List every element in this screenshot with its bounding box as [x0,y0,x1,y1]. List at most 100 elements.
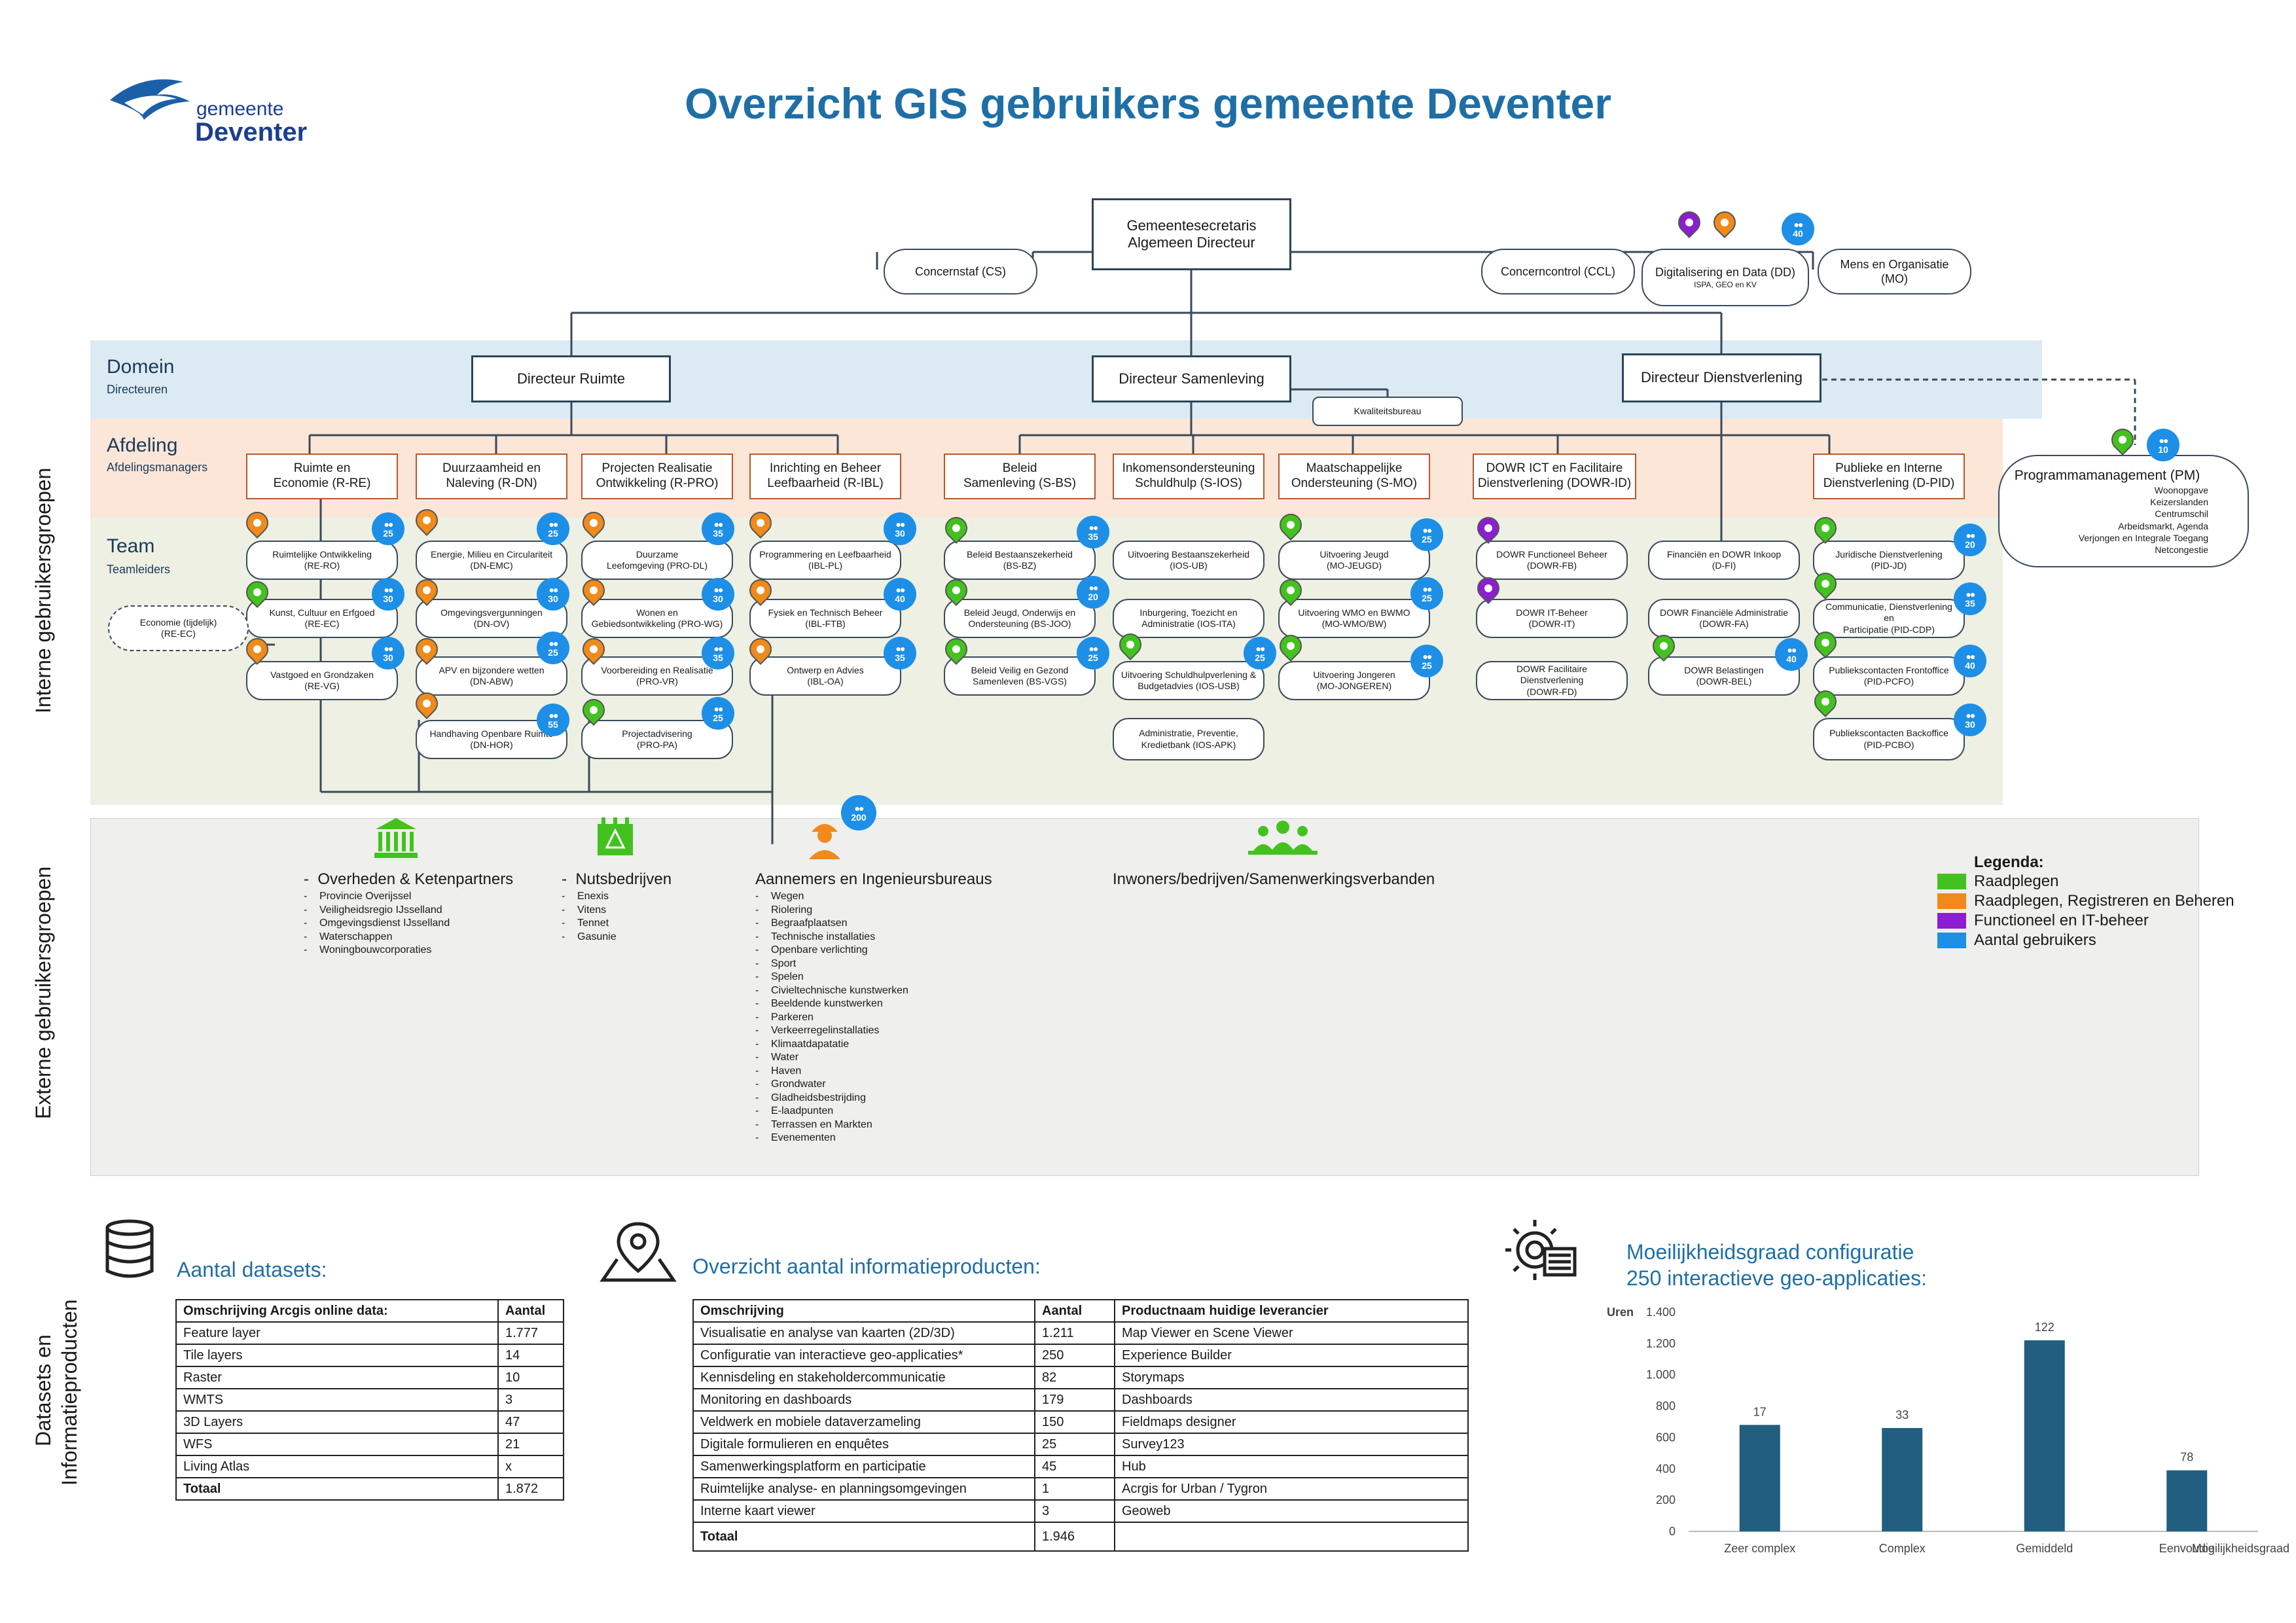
box-directeur-ruimte[interactable]: Directeur Ruimte [471,355,671,402]
extern-nuts-list: Enexis Vitens Tennet Gasunie [562,890,617,944]
producten-title: Overzicht aantal informatieproducten: [692,1255,1041,1278]
team-mo-jeugd[interactable]: Uitvoering Jeugd(MO-JEUGD) [1278,541,1430,580]
box-digitalisering[interactable]: Digitalisering en Data (DD) ISPA, GEO en… [1641,249,1809,306]
users-badge: ●●30 [372,578,404,611]
database-icon [105,1219,154,1278]
team-ios-usb[interactable]: Uitvoering Schuldhulpverlening &Budgetad… [1113,661,1265,700]
users-badge-digitalisering: ●●40 [1782,213,1814,245]
data-label: 78 [2180,1451,2193,1464]
x-axis-label: Moeilijkheidsgraad [2192,1542,2289,1555]
legend-item-it-beheer: Functioneel en IT-beheer [1937,912,2149,930]
chart-subtitle: 250 interactieve geo-applicaties: [1626,1266,1927,1290]
users-badge: ●●30 [702,578,734,611]
users-badge: ●●30 [372,637,404,669]
team-pro-vr[interactable]: Voorbereiding en Realisatie(PRO-VR) [581,656,733,696]
box-mens-organisatie[interactable]: Mens en Organisatie (MO) [1818,249,1971,294]
team-dowr-fd[interactable]: DOWR Facilitaire Dienstverlening(DOWR-FD… [1476,661,1628,700]
logo-line1: gemeente [196,98,284,120]
users-badge: ●●25 [372,512,404,545]
map-pin-icon [600,1222,677,1282]
box-programmamanagement[interactable]: Programmamanagement (PM) Woonopgave Keiz… [1998,455,2249,567]
team-dowr-it[interactable]: DOWR IT-Beheer(DOWR-IT) [1476,599,1628,638]
users-badge: ●●25 [1410,645,1443,677]
users-badge-programma: ●●10 [2147,429,2179,461]
team-re-ec-tijdelijk[interactable]: Economie (tijdelijk)(RE-EC) [108,605,249,651]
table-row: Configuratie van interactieve geo-applic… [692,1344,1469,1367]
users-badge: ●●25 [1077,637,1109,669]
users-badge: ●●25 [537,512,569,545]
users-badge: ●●25 [1244,637,1276,669]
users-badge: ●●25 [702,697,734,730]
team-re-ro[interactable]: Ruimtelijke Ontwikkeling(RE-RO) [246,541,398,580]
team-pid-jd[interactable]: Juridische Dienstverlening(PID-JD) [1813,541,1965,580]
team-bs-bz[interactable]: Beleid Bestaanszekerheid(BS-BZ) [944,541,1096,580]
team-re-ec[interactable]: Kunst, Cultuur en Erfgoed(RE-EC) [246,599,398,638]
chart-title: Moeilijkheidsgraad configuratie [1626,1240,1914,1264]
citizens-group-icon [1248,821,1318,855]
team-dowr-fb[interactable]: DOWR Functioneel Beheer(DOWR-FB) [1476,541,1628,580]
team-ios-apk[interactable]: Administratie, Preventie,Kredietbank (IO… [1113,718,1265,760]
box-kwaliteitsbureau[interactable]: Kwaliteitsbureau [1312,397,1463,426]
users-badge: ●●35 [1954,582,1986,615]
users-badge: ●●25 [1410,518,1443,551]
team-re-vg[interactable]: Vastgoed en Grondzaken(RE-VG) [246,661,398,700]
secretaris-line2: Algemeen Directeur [1128,234,1255,251]
team-mo-wmo[interactable]: Uitvoering WMO en BWMO(MO-WMO/BW) [1278,599,1430,638]
y-tick-label: 0 [1669,1525,1676,1538]
team-mo-jongeren[interactable]: Uitvoering Jongeren(MO-JONGEREN) [1278,661,1430,700]
users-badge: ●●30 [1954,704,1986,736]
team-dowr-bel[interactable]: DOWR Belastingen(DOWR-BEL) [1648,656,1800,696]
datasets-title: Aantal datasets: [177,1258,327,1281]
x-tick-label: Complex [1879,1542,1926,1555]
team-ibl-ftb[interactable]: Fysiek en Technisch Beheer(IBL-FTB) [749,599,901,638]
band-domein-sub: Directeuren [107,383,168,396]
team-pid-pcbo[interactable]: Publiekscontacten Backoffice(PID-PCBO) [1813,718,1965,760]
data-label: 33 [1895,1408,1909,1421]
team-dn-emc[interactable]: Energie, Milieu en Circulariteit(DN-EMC) [416,541,567,580]
box-concernstaf[interactable]: Concernstaf (CS) [884,249,1037,294]
team-ibl-pl[interactable]: Programmering en Leefbaarheid(IBL-PL) [749,541,901,580]
team-dowr-fa[interactable]: DOWR Financiële Administratie(DOWR-FA) [1648,599,1800,638]
legend-swatch [1937,933,1966,948]
team-ios-ub[interactable]: Uitvoering Bestaanszekerheid(IOS-UB) [1113,541,1265,580]
team-d-fi[interactable]: Financiën en DOWR Inkoop(D-FI) [1648,541,1800,580]
kwaliteitsbureau-label: Kwaliteitsbureau [1354,405,1422,416]
team-ibl-oa[interactable]: Ontwerp en Advies(IBL-OA) [749,656,901,696]
concernstaf-label: Concernstaf (CS) [914,264,1007,278]
secretaris-line1: Gemeentesecretaris [1126,217,1257,234]
gear-settings-icon [1505,1220,1577,1280]
digitalisering-sub: ISPA, GEO en KV [1694,279,1757,289]
bar [1739,1425,1780,1531]
box-directeur-dienstverlening[interactable]: Directeur Dienstverlening [1622,353,1821,402]
users-badge: ●●20 [1954,524,1986,556]
box-directeur-samenleving[interactable]: Directeur Samenleving [1092,355,1291,402]
users-badge: ●●25 [537,632,569,664]
team-dn-abw[interactable]: APV en bijzondere wetten(DN-ABW) [416,656,567,696]
team-dn-hor[interactable]: Handhaving Openbare Ruimte(DN-HOR) [416,720,567,759]
legend-title: Legenda: [1974,853,2044,871]
team-pid-pcfo[interactable]: Publiekscontacten Frontoffice(PID-PCFO) [1813,656,1965,696]
legend-item-beheren: Raadplegen, Registreren en Beheren [1937,892,2234,910]
box-concerncontrol[interactable]: Concerncontrol (CCL) [1481,249,1635,294]
legend-item-gebruikers: Aantal gebruikers [1937,931,2096,950]
box-gemeentesecretaris[interactable]: Gemeentesecretaris Algemeen Directeur [1092,198,1291,270]
